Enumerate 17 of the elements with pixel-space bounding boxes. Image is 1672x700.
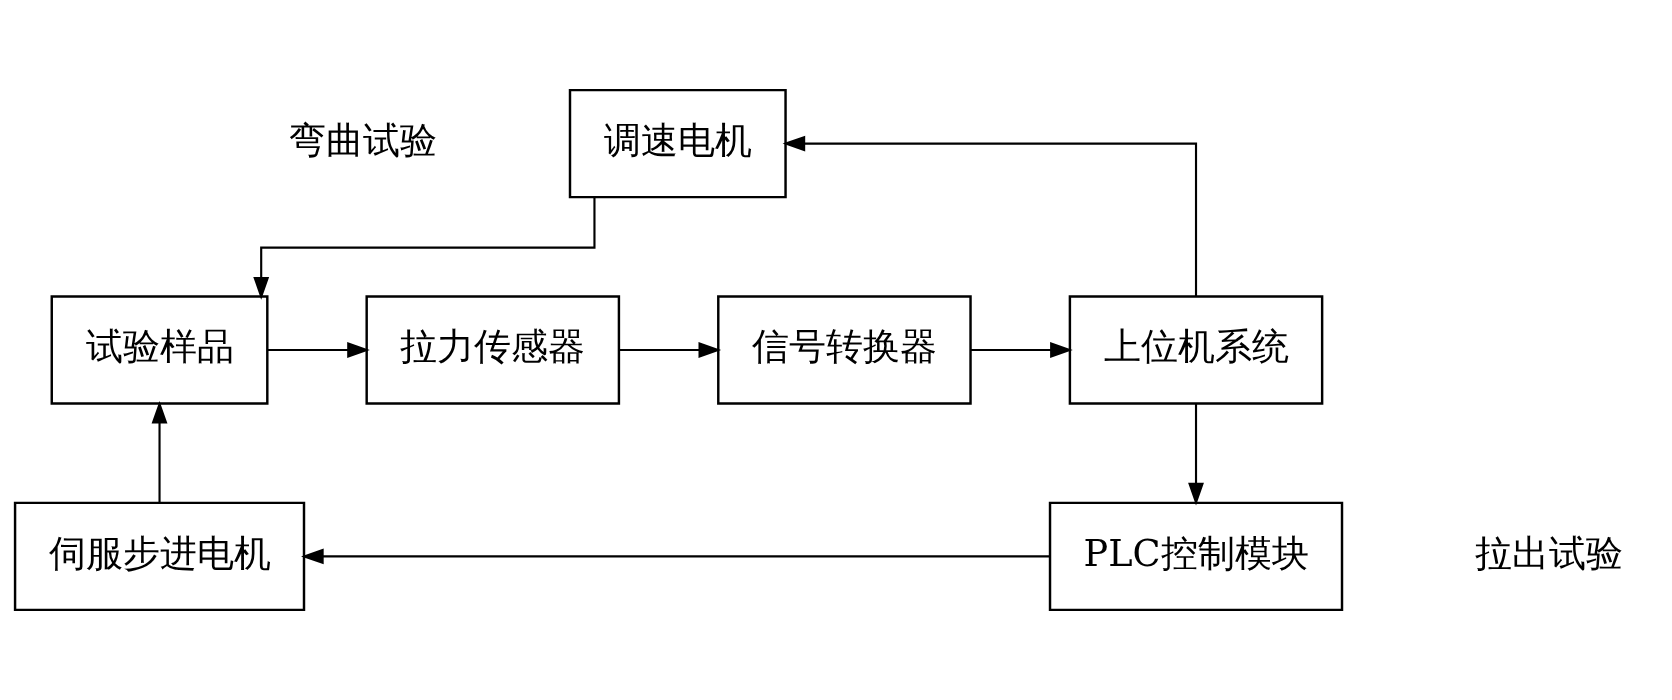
node-box: 调速电机 [568, 88, 787, 199]
arrow [1188, 403, 1204, 506]
label: 弯曲试验 [288, 119, 437, 163]
node-box: 信号转换器 [717, 295, 972, 405]
arrow [782, 135, 1198, 297]
arrow [970, 342, 1073, 358]
node-box: 拉力传感器 [365, 295, 621, 405]
arrow [253, 197, 596, 300]
arrow [619, 342, 722, 358]
node-box: PLC控制模块 [1048, 501, 1344, 612]
arrow [267, 342, 370, 358]
node-box: 试验样品 [50, 295, 269, 405]
node-box: 上位机系统 [1068, 295, 1324, 405]
label: 拉出试验 [1475, 531, 1624, 575]
arrow [301, 548, 1050, 565]
node-box: 伺服步进电机 [13, 501, 306, 612]
arrow [151, 400, 168, 503]
